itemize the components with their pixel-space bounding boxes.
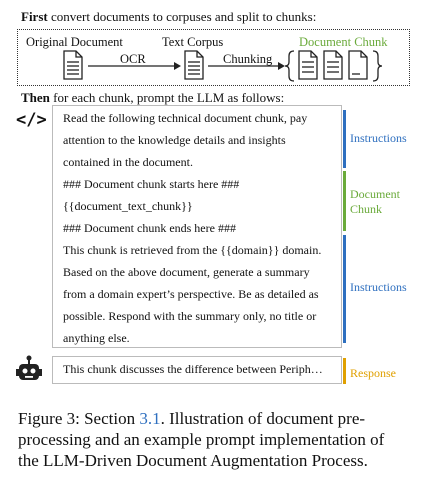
step1-heading: First convert documents to corpuses and … bbox=[21, 9, 317, 24]
prompt-line: This chunk is retrieved from the {{domai… bbox=[63, 243, 322, 257]
document-chunk-side-label: Document Chunk bbox=[350, 187, 400, 216]
prompt-line: Read the following technical document ch… bbox=[63, 111, 308, 125]
text-corpus-label: Text Corpus bbox=[162, 35, 224, 49]
prompt-line: attention to the knowledge details and i… bbox=[63, 133, 286, 147]
document-chunk-bar bbox=[343, 171, 346, 231]
original-document-label: Original Document bbox=[26, 35, 123, 49]
ocr-label: OCR bbox=[120, 52, 146, 66]
response-box: This chunk discusses the difference betw… bbox=[52, 356, 342, 384]
response-text: This chunk discusses the difference betw… bbox=[63, 362, 323, 376]
document-icon bbox=[63, 50, 83, 80]
prompt-line: Based on the above document, generate a … bbox=[63, 265, 310, 279]
prompt-line: from a domain expert’s perspective. Be a… bbox=[63, 287, 319, 301]
prompt-line: possible. Respond with the summary only,… bbox=[63, 309, 317, 323]
prompt-line: anything else. bbox=[63, 331, 130, 345]
step2-heading: Then for each chunk, prompt the LLM as f… bbox=[21, 90, 285, 105]
prompt-box: Read the following technical document ch… bbox=[52, 105, 342, 348]
instructions-bar bbox=[343, 235, 346, 343]
prompt-line: ### Document chunk ends here ### bbox=[63, 221, 236, 235]
chunking-label: Chunking bbox=[223, 52, 273, 66]
figure-caption: Figure 3: Section 3.1. Illustration of d… bbox=[18, 409, 385, 470]
pipeline-box bbox=[17, 29, 410, 86]
instructions-label: Instructions bbox=[350, 131, 407, 145]
code-icon: </> bbox=[16, 110, 47, 130]
response-bar bbox=[343, 358, 346, 384]
prompt-line: contained in the document. bbox=[63, 155, 193, 169]
pipeline-graphics bbox=[63, 50, 383, 82]
prompt-line: {{document_text_chunk}} bbox=[63, 199, 193, 213]
robot-icon bbox=[16, 355, 42, 380]
chunking-arrow bbox=[208, 62, 285, 70]
instructions-bar bbox=[343, 110, 346, 168]
instructions-label: Instructions bbox=[350, 280, 407, 294]
prompt-line: ### Document chunk starts here ### bbox=[63, 177, 240, 191]
document-chunk-label: Document Chunk bbox=[299, 35, 388, 49]
text-corpus-icon bbox=[184, 50, 204, 80]
document-chunks-icon bbox=[284, 50, 383, 82]
response-label: Response bbox=[350, 366, 396, 380]
ocr-arrow bbox=[88, 62, 181, 70]
